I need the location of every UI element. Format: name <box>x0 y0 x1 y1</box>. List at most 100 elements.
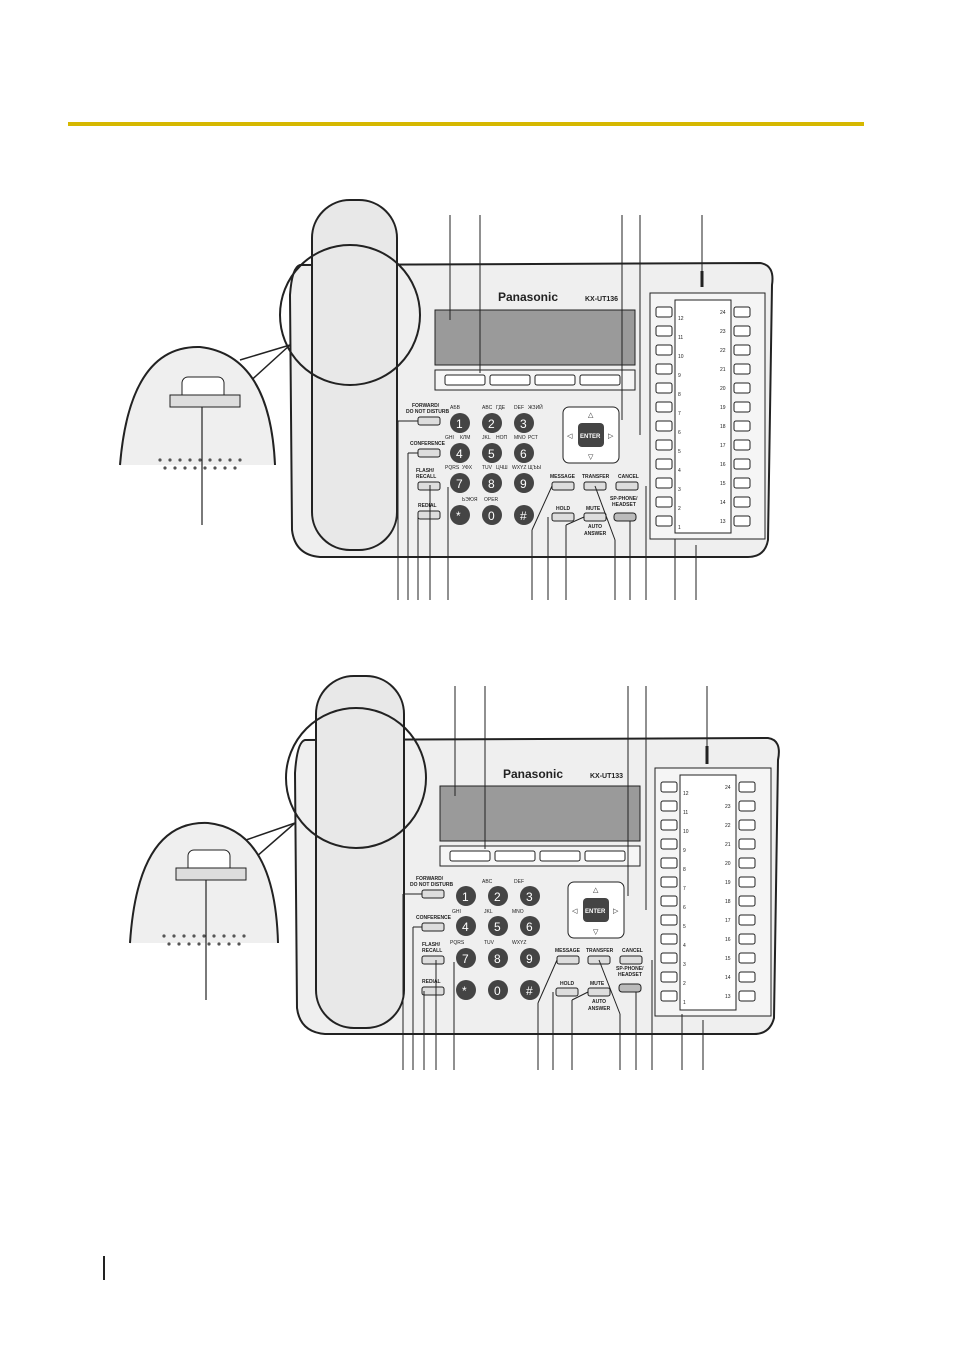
svg-text:TRANSFER: TRANSFER <box>582 474 610 480</box>
svg-text:6: 6 <box>526 920 533 934</box>
svg-text:4: 4 <box>678 468 681 474</box>
flex-keys-left <box>655 306 673 527</box>
svg-text:УФХ: УФХ <box>462 465 473 471</box>
svg-text:TRANSFER: TRANSFER <box>586 948 614 954</box>
svg-text:5: 5 <box>678 449 681 455</box>
keypad[interactable]: 1 2 3 4 5 6 7 8 9 * 0 # <box>456 886 540 1000</box>
flash-recall-button[interactable] <box>417 481 441 491</box>
forward-button[interactable] <box>417 416 441 426</box>
cancel-button[interactable] <box>619 955 643 965</box>
svg-text:22: 22 <box>725 823 731 829</box>
svg-text:▽: ▽ <box>588 454 594 461</box>
svg-text:19: 19 <box>725 880 731 886</box>
svg-text:TUV: TUV <box>482 465 493 471</box>
svg-text:21: 21 <box>725 842 731 848</box>
svg-text:SP-PHONE/: SP-PHONE/ <box>616 966 644 972</box>
soft-key-group <box>449 850 626 862</box>
svg-text:△: △ <box>593 887 599 894</box>
svg-text:ГДЕ: ГДЕ <box>496 405 506 411</box>
soft-key-group <box>444 374 621 386</box>
header-rule <box>68 122 864 126</box>
svg-text:7: 7 <box>462 952 469 966</box>
svg-text:ЬЭЮЯ: ЬЭЮЯ <box>462 497 478 503</box>
footer-bar <box>103 1256 105 1280</box>
svg-text:3: 3 <box>683 962 686 968</box>
svg-text:19: 19 <box>720 405 726 411</box>
cancel-button[interactable] <box>615 481 639 491</box>
svg-text:DO NOT DISTURB: DO NOT DISTURB <box>406 409 449 415</box>
svg-text:13: 13 <box>720 519 726 525</box>
svg-text:5: 5 <box>683 924 686 930</box>
svg-text:DEF: DEF <box>514 405 524 411</box>
svg-text:GHI: GHI <box>452 909 461 915</box>
display <box>439 785 641 842</box>
message-button[interactable] <box>556 955 580 965</box>
svg-text:JKL: JKL <box>482 435 491 441</box>
svg-text:17: 17 <box>720 443 726 449</box>
svg-text:3: 3 <box>526 890 533 904</box>
sp-phone-button[interactable] <box>618 983 642 993</box>
svg-text:ЖЗИЙ: ЖЗИЙ <box>528 403 543 411</box>
handset <box>311 199 398 551</box>
svg-text:10: 10 <box>678 354 684 360</box>
hold-button[interactable] <box>551 512 575 522</box>
keypad[interactable]: 1 2 3 4 5 6 7 8 9 * 0 # <box>450 413 534 525</box>
navigator[interactable]: ENTER △ ▽ ◁ ▷ <box>567 881 625 939</box>
svg-text:0: 0 <box>488 509 495 523</box>
svg-text:7: 7 <box>456 477 463 491</box>
svg-text:DO NOT DISTURB: DO NOT DISTURB <box>410 882 453 888</box>
conference-button[interactable] <box>417 448 441 458</box>
svg-text:GHI: GHI <box>445 435 454 441</box>
svg-text:CONFERENCE: CONFERENCE <box>416 915 452 921</box>
svg-text:CANCEL: CANCEL <box>618 474 639 480</box>
hook-magnifier <box>285 707 427 849</box>
redial-button[interactable] <box>417 510 441 520</box>
svg-text:HOLD: HOLD <box>560 981 575 987</box>
flash-recall-button[interactable] <box>421 955 445 965</box>
flex-keys-right <box>733 306 751 527</box>
svg-text:▷: ▷ <box>613 908 619 915</box>
navigator[interactable]: ENTER △ ▽ ◁ ▷ <box>562 406 620 464</box>
svg-text:23: 23 <box>720 329 726 335</box>
svg-text:8: 8 <box>494 952 501 966</box>
svg-text:23: 23 <box>725 804 731 810</box>
redial-button[interactable] <box>421 986 445 996</box>
svg-text:9: 9 <box>526 952 533 966</box>
message-button[interactable] <box>551 481 575 491</box>
svg-text:MESSAGE: MESSAGE <box>550 474 576 480</box>
svg-text:21: 21 <box>720 367 726 373</box>
svg-text:HOLD: HOLD <box>556 506 571 512</box>
svg-text:TUV: TUV <box>484 940 495 946</box>
svg-text:22: 22 <box>720 348 726 354</box>
svg-text:DEF: DEF <box>514 879 524 885</box>
phone-diagram-1: Panasonic KX-UT136 1 2 3 4 5 6 7 8 9 * 0… <box>119 199 774 600</box>
sp-phone-button[interactable] <box>613 512 637 522</box>
svg-text:2: 2 <box>488 417 495 431</box>
forward-button[interactable] <box>421 889 445 899</box>
svg-text:9: 9 <box>683 848 686 854</box>
svg-text:1: 1 <box>456 417 463 431</box>
svg-text:13: 13 <box>725 994 731 1000</box>
svg-text:17: 17 <box>725 918 731 924</box>
svg-text:◁: ◁ <box>572 908 578 915</box>
svg-text:18: 18 <box>725 899 731 905</box>
svg-text:4: 4 <box>456 447 463 461</box>
svg-text:24: 24 <box>720 310 726 316</box>
svg-text:ENTER: ENTER <box>585 909 606 915</box>
svg-text:3: 3 <box>520 417 527 431</box>
svg-text:PQRS: PQRS <box>445 465 460 471</box>
hook-inset <box>129 821 279 1000</box>
mute-button[interactable] <box>583 512 607 522</box>
svg-text:CANCEL: CANCEL <box>622 948 643 954</box>
svg-text:24: 24 <box>725 785 731 791</box>
mute-button[interactable] <box>587 987 611 997</box>
brand-label: Panasonic <box>503 767 563 781</box>
svg-text:АБВ: АБВ <box>450 405 461 411</box>
svg-text:FLASH/: FLASH/ <box>422 942 441 948</box>
hold-button[interactable] <box>555 987 579 997</box>
svg-text:AUTO: AUTO <box>588 524 602 530</box>
svg-text:FORWARD/: FORWARD/ <box>412 403 440 409</box>
svg-text:20: 20 <box>720 386 726 392</box>
svg-text:КЛМ: КЛМ <box>460 435 470 441</box>
conference-button[interactable] <box>421 922 445 932</box>
